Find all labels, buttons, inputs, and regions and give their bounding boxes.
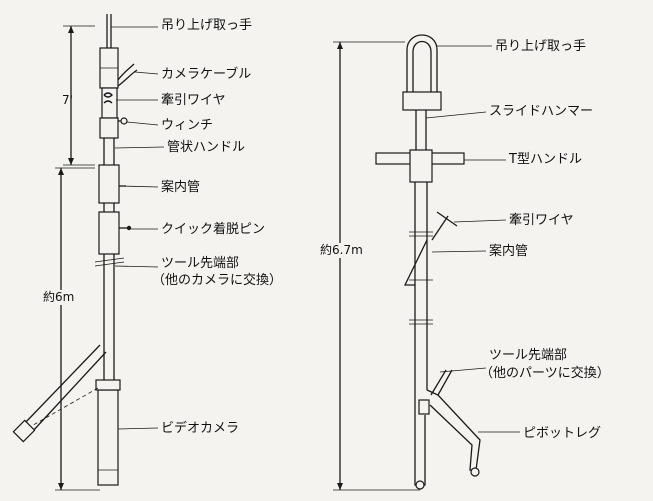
label-right-t-handle: T型ハンドル xyxy=(509,152,582,167)
label-right-guide-tube: 案内管 xyxy=(489,244,529,259)
dim-left-total: 約6m xyxy=(43,290,75,305)
left-tool-drawing xyxy=(12,14,138,486)
label-left-lifting-handle: 吊り上げ取っ手 xyxy=(161,18,253,33)
left-leader-lines xyxy=(111,26,165,430)
label-right-slide-hammer: スライドハンマー xyxy=(489,104,594,119)
dim-right-total: 約6.7m xyxy=(320,243,363,258)
label-left-tool-tip: ツール先端部 xyxy=(161,256,240,271)
label-left-winch: ウィンチ xyxy=(161,118,214,133)
label-left-pull-wire: 牽引ワイヤ xyxy=(161,93,226,108)
label-right-tool-tip: ツール先端部 xyxy=(489,348,568,363)
label-right-lifting-handle: 吊り上げ取っ手 xyxy=(495,39,587,54)
label-left-tubular-handle: 管状ハンドル xyxy=(167,140,246,155)
left-dimension-lines xyxy=(55,25,100,491)
label-left-quick-pin: クイック着脱ピン xyxy=(161,222,266,237)
label-right-pivot-leg: ピボットレグ xyxy=(523,426,602,441)
label-left-video-camera: ビデオカメラ xyxy=(161,421,240,436)
label-left-tool-tip-note: （他のカメラに交換） xyxy=(152,273,283,288)
label-right-tool-tip-note: （他のパーツに交換） xyxy=(480,366,610,381)
label-left-guide-tube: 案内管 xyxy=(161,180,201,195)
label-left-camera-cable: カメラケーブル xyxy=(161,67,252,82)
right-dimension-line xyxy=(333,41,420,491)
dim-left-upper: 7' xyxy=(62,93,73,107)
label-right-pull-wire: 牽引ワイヤ xyxy=(509,213,574,228)
right-tool-drawing xyxy=(375,34,481,490)
right-leader-lines xyxy=(425,45,520,433)
